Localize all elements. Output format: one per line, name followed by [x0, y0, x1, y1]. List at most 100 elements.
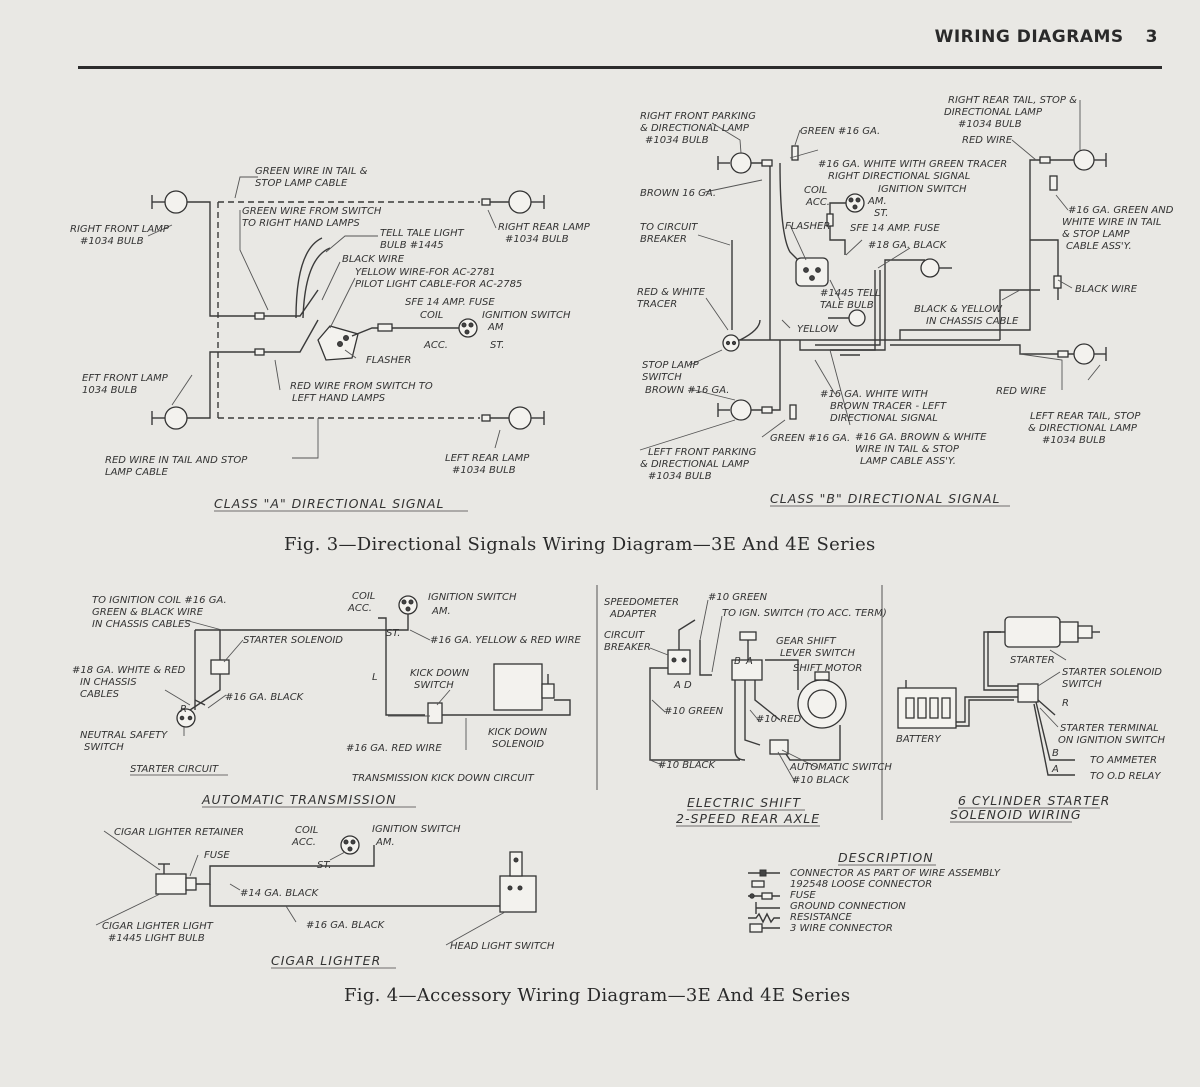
label-st: ST. — [874, 208, 888, 219]
label-flasher: FLASHER — [366, 355, 411, 366]
left-front-lamp — [151, 406, 188, 430]
label-speedo-2: ADAPTER — [609, 609, 657, 620]
label-kick-switch-2: SWITCH — [414, 680, 454, 691]
label-red-white-2: TRACER — [637, 299, 677, 310]
label-cigar-st: ST. — [317, 860, 331, 871]
rf-parking-lamp — [717, 152, 752, 174]
label-green-10: #10 GREEN — [708, 592, 768, 603]
label-right-front-2: #1034 BULB — [80, 236, 144, 247]
label-to-ammeter: TO AMMETER — [1090, 755, 1157, 766]
label-black-10b: #10 BLACK — [792, 775, 851, 786]
description-title: DESCRIPTION — [838, 850, 934, 865]
legend-item-2: 192548 LOOSE CONNECTOR — [790, 879, 932, 890]
electric-shift-title-1: ELECTRIC SHIFT — [687, 795, 801, 810]
label-brown-white-3: LAMP CABLE ASS'Y. — [860, 456, 956, 467]
label-tell-tale-2: BULB #1445 — [380, 240, 444, 251]
automatic-transmission-diagram: R L STARTER CIRCUIT TRANSMISSION KICK DO… — [130, 595, 571, 808]
cigar-lighter-unit — [155, 863, 197, 895]
legend-item-3: FUSE — [790, 890, 816, 901]
class-b-ignition-switch — [845, 193, 865, 213]
label-cigar-black-14: #14 GA. BLACK — [240, 888, 320, 899]
label-cigar-am: AM. — [375, 837, 395, 848]
electric-shift-labels: SPEEDOMETER ADAPTER #10 GREEN TO IGN. SW… — [604, 592, 892, 786]
kickdown-circuit-title: TRANSMISSION KICK DOWN CIRCUIT — [352, 773, 535, 784]
starter-solenoid-switch — [1017, 683, 1039, 703]
label-auto-r: R — [180, 704, 187, 715]
electric-shift-title-2: 2-SPEED REAR AXLE — [676, 811, 820, 826]
label-st-terminal-1: STARTER TERMINAL — [1060, 723, 1159, 734]
label-brown-16b: BROWN #16 GA. — [645, 385, 729, 396]
label-shift-motor: SHIFT MOTOR — [793, 663, 862, 674]
label-lr-tail-1: LEFT REAR TAIL, STOP — [1030, 411, 1141, 422]
label-retainer: CIGAR LIGHTER RETAINER — [114, 827, 244, 838]
legend-fuse-icon — [748, 892, 780, 900]
fig4-caption: Fig. 4—Accessory Wiring Diagram—3E And 4… — [344, 985, 851, 1006]
label-to-ign-2: GREEN & BLACK WIRE — [92, 607, 204, 618]
label-red-wire: RED WIRE — [962, 135, 1013, 146]
label-head-switch: HEAD LIGHT SWITCH — [450, 941, 555, 952]
label-green-switch-2: TO RIGHT HAND LAMPS — [242, 218, 360, 229]
left-rear-lamp — [508, 406, 545, 430]
label-auto-switch: AUTOMATIC SWITCH — [789, 762, 892, 773]
label-red-10: #10 RED — [756, 714, 802, 725]
legend-resistance-icon — [748, 912, 780, 924]
label-brown-16: BROWN 16 GA. — [640, 188, 716, 199]
label-flasher: FLASHER — [785, 221, 830, 232]
label-ignition-switch: IGNITION SWITCH — [482, 310, 571, 321]
label-speedo-1: SPEEDOMETER — [604, 597, 679, 608]
label-rr-tail-1: RIGHT REAR TAIL, STOP & — [948, 95, 1077, 106]
circuit-breaker — [667, 649, 691, 675]
electric-shift-diagram: A D B A ELECTRIC SHIFT 2-SPEED REAR AXLE — [649, 599, 847, 827]
label-wht-brown-2: BROWN TRACER - LEFT — [830, 401, 947, 412]
label-green-white-2: WHITE WIRE IN TAIL — [1062, 217, 1161, 228]
auto-ignition-switch — [398, 595, 418, 615]
label-red-white-1: RED & WHITE — [637, 287, 706, 298]
label-cigar-light-2: #1445 LIGHT BULB — [108, 933, 205, 944]
label-wht-green-1: #16 GA. WHITE WITH GREEN TRACER — [818, 159, 1007, 170]
six-cyl-title-1: 6 CYLINDER STARTER — [958, 793, 1110, 808]
label-green-16: GREEN #16 GA. — [800, 126, 880, 137]
label-lf-parking-3: #1034 BULB — [648, 471, 712, 482]
label-auto-st: ST. — [386, 628, 400, 639]
label-auto-coil: COIL — [352, 591, 375, 602]
lf-parking-lamp — [717, 399, 752, 421]
label-black-18: #18 GA. BLACK — [868, 240, 948, 251]
label-6cyl-a: A — [1051, 764, 1059, 775]
battery — [897, 680, 957, 729]
header-rule — [78, 66, 1162, 69]
label-black-10: #10 BLACK — [658, 760, 717, 771]
label-lr-tail-3: #1034 BULB — [1042, 435, 1106, 446]
kick-down-switch — [427, 702, 443, 724]
label-red-16: #16 GA. RED WIRE — [346, 743, 442, 754]
label-rr-tail-2: DIRECTIONAL LAMP — [944, 107, 1043, 118]
six-cyl-diagram: R B A 6 CYLINDER STARTER SOLENOID WIRING — [897, 616, 1110, 823]
label-red-tail-2: LAMP CABLE — [105, 467, 169, 478]
label-6cyl-b: B — [1052, 748, 1059, 759]
legend-item-5: RESISTANCE — [790, 912, 852, 923]
label-black-wire: BLACK WIRE — [342, 254, 405, 265]
label-6cyl-r: R — [1062, 698, 1069, 709]
auto-trans-title: AUTOMATIC TRANSMISSION — [201, 792, 397, 807]
head-light-switch — [499, 851, 537, 913]
label-neutral-2: SWITCH — [84, 742, 124, 753]
label-left-front-1: EFT FRONT LAMP — [82, 373, 169, 384]
label-to-ign-switch: TO IGN. SWITCH (TO ACC. TERM) — [722, 608, 887, 619]
tell-tale-bulb — [828, 309, 866, 327]
label-auto-l: L — [372, 672, 378, 683]
label-cigar-acc: ACC. — [291, 837, 316, 848]
label-tell-tale-2: TALE BULB — [820, 300, 874, 311]
label-red-tail-1: RED WIRE IN TAIL AND STOP — [105, 455, 248, 466]
label-fuse: FUSE — [204, 850, 230, 861]
class-b-flasher — [795, 257, 829, 287]
label-sfe-fuse: SFE 14 AMP. FUSE — [405, 297, 495, 308]
cigar-title: CIGAR LIGHTER — [271, 953, 381, 968]
legend-loose-connector-icon — [751, 880, 765, 888]
label-auto-black-16: #16 GA. BLACK — [225, 692, 305, 703]
cigar-labels: CIGAR LIGHTER RETAINER FUSE COIL ACC. IG… — [102, 824, 555, 952]
label-to-ign-3: IN CHASSIS CABLES — [92, 619, 191, 630]
label-auto-ign-switch: IGNITION SWITCH — [428, 592, 517, 603]
fig3-caption: Fig. 3—Directional Signals Wiring Diagra… — [284, 534, 876, 555]
label-cigar-black-16: #16 GA. BLACK — [306, 920, 386, 931]
